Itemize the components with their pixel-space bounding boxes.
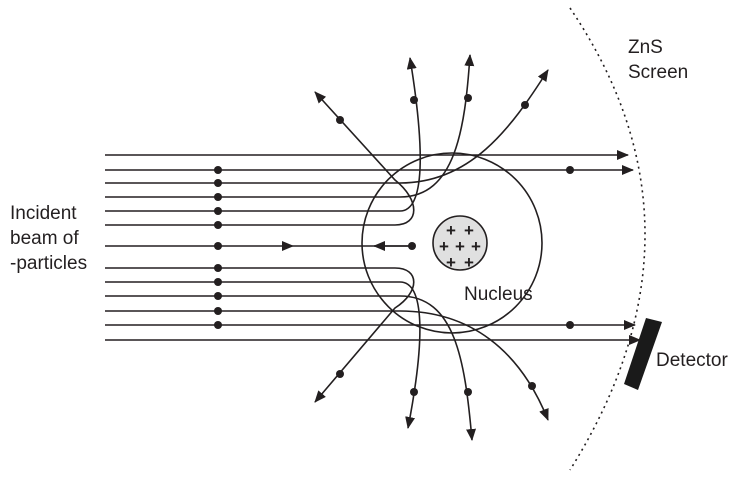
particle-dot [214, 264, 222, 272]
particle-dot [464, 94, 472, 102]
beam-label-line1: Incident [10, 203, 77, 224]
particle-dot [528, 382, 536, 390]
nucleus-label: Nucleus [464, 284, 533, 305]
nucleus-charges: + + + + + + + [439, 221, 481, 272]
particle-dot [410, 388, 418, 396]
particle-dot [464, 388, 472, 396]
particle-dot [336, 116, 344, 124]
ray-deflected-bottom-3 [105, 295, 477, 441]
particle-dot [410, 96, 418, 104]
beam-label-line3: -particles [10, 253, 87, 274]
detector-block [624, 318, 662, 390]
screen-label-line1: ZnS [628, 37, 663, 58]
particle-dot [214, 179, 222, 187]
charge-sign: + [439, 237, 449, 256]
particle-dot [408, 242, 416, 250]
particle-dot [214, 166, 222, 174]
ray-deflected-top-2 [105, 54, 475, 198]
ray-deflected-bottom-1 [105, 267, 415, 403]
incoming-particle-column [214, 166, 222, 329]
particle-dot [214, 207, 222, 215]
particle-dot [566, 321, 574, 329]
particle-dot [214, 221, 222, 229]
ray-deflected-top-3 [105, 57, 422, 212]
particle-dot [336, 370, 344, 378]
ray-deflected-top-1 [105, 69, 549, 184]
charge-sign: + [446, 221, 456, 240]
particle-dot [214, 321, 222, 329]
particle-dot [214, 242, 222, 250]
charge-sign: + [471, 237, 481, 256]
nucleus [432, 215, 488, 271]
ray-deflected-bottom-4 [105, 310, 549, 421]
particle-dot [214, 193, 222, 201]
charge-sign: + [446, 253, 456, 272]
particle-dot [521, 101, 529, 109]
particle-dot [214, 307, 222, 315]
particle-dot [566, 166, 574, 174]
charge-sign: + [464, 221, 474, 240]
charge-sign: + [455, 237, 465, 256]
particle-dot [214, 292, 222, 300]
ray-deflected-top-4 [105, 91, 415, 226]
ray-deflected-bottom-2 [105, 281, 421, 429]
beam-label-line2: beam of [10, 228, 79, 249]
detector-label: Detector [656, 350, 728, 371]
charge-sign: + [464, 253, 474, 272]
screen-label-line2: Screen [628, 62, 688, 83]
particle-dot [214, 278, 222, 286]
